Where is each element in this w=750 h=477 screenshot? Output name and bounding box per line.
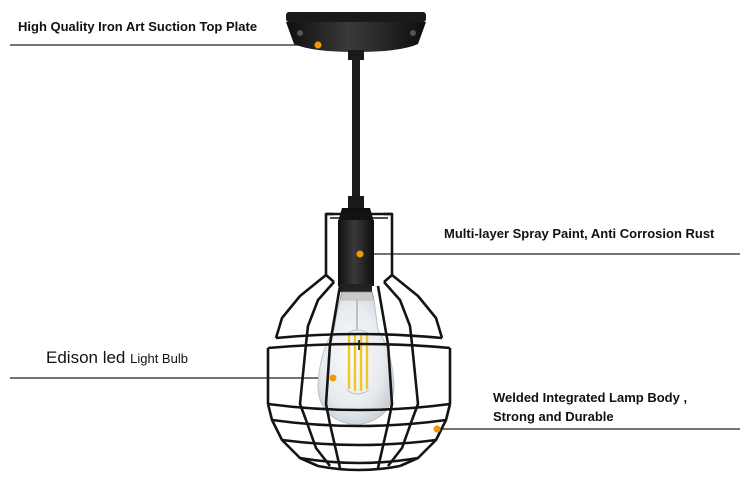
wire-cage: [266, 212, 452, 472]
dot-top-plate: [314, 41, 322, 49]
callout-bulb-main: Edison led: [46, 348, 126, 367]
callout-lines: [10, 44, 740, 430]
callout-bulb: Edison led Light Bulb: [46, 348, 188, 368]
ceiling-canopy: [286, 12, 426, 60]
callout-bulb-sub: Light Bulb: [130, 351, 188, 366]
callout-lamp-body: Welded Integrated Lamp Body , Strong and…: [493, 388, 687, 426]
dot-spray-paint: [356, 250, 364, 258]
callout-dots: [314, 41, 441, 433]
dot-lamp-body: [433, 425, 441, 433]
callout-lamp-body-line2: Strong and Durable: [493, 409, 614, 424]
callout-spray-paint: Multi-layer Spray Paint, Anti Corrosion …: [444, 226, 715, 241]
callout-lamp-body-line1: Welded Integrated Lamp Body ,: [493, 390, 688, 405]
dot-bulb: [329, 374, 337, 382]
lamp-socket: [338, 208, 374, 292]
suspension-rod: [352, 58, 360, 198]
callout-top-plate: High Quality Iron Art Suction Top Plate: [18, 19, 258, 34]
